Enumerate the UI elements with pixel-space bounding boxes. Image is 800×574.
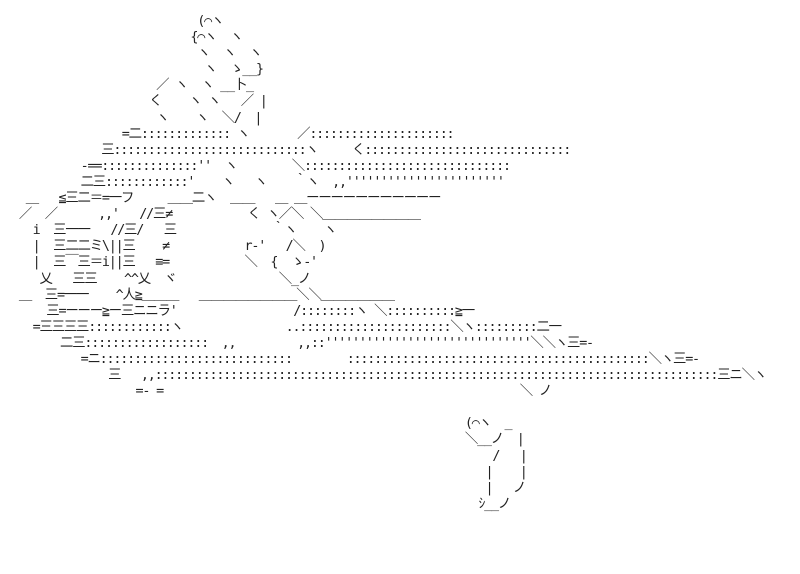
art-line: i 三一一 //三/ 三 ｀ヽ ヽ <box>12 223 338 239</box>
art-line: ヽ ゝ__} <box>12 62 264 78</box>
art-line: ／ ／ ,,' //三≠ く ヽ／＼ ＼＿＿＿＿＿＿＿＿ <box>12 207 421 223</box>
art-line: | | <box>12 464 527 480</box>
art-line: | 三二二ミ\||三 ≠ r-' /＼ ) <box>12 239 327 255</box>
art-line: ＼__ノ | <box>12 432 525 448</box>
art-line: / | <box>12 448 528 464</box>
art-line: =- = ＼ ノ <box>12 384 553 400</box>
art-line: | 三￣三＝i||三 ≡= ＼ { ゝ-' <box>12 255 319 271</box>
art-line: (⌒ヽ _ <box>12 416 513 432</box>
art-line: (⌒ヽ <box>12 14 224 29</box>
art-line: ヽ ヽ ＼/ | <box>12 110 262 126</box>
art-line: ／ ヽ ヽ __卜_ <box>12 78 254 94</box>
art-line: ヽ ヽ ヽ <box>12 46 262 62</box>
art-line: =ニ:::::::::::::::::::::::::::: :::::::::… <box>12 351 701 367</box>
art-line: | ノ <box>12 480 526 496</box>
art-line: 三=ーーー≧ー三ニニラ' /::::::::ヽ ＼::::::::::≧一 <box>12 303 475 319</box>
art-line: 乂 三三 ^^乂 ヾ ＼_ノ <box>12 271 311 287</box>
art-line: =二::::::::::::: ヽ ／::::::::::::::::::::: <box>12 126 455 142</box>
art-line: ｼ__ノ <box>12 496 512 512</box>
art-line: 二三::::::::::::' ヽ ヽ ｀ヽ ,,'''''''''''''''… <box>12 174 505 190</box>
art-line: {⌒ヽ ヽ <box>12 30 243 46</box>
ascii-art: (⌒ヽ {⌒ヽ ヽ ヽ ヽ ヽ ヽ ゝ__} ／ ヽ ヽ __卜_ く ヽ ヽ … <box>12 14 767 513</box>
art-line: ＿ ≦三二＝=一フ ＿＿二ヽ ＿＿ ＿ ＿ーーーーーーーーーーー <box>12 191 442 207</box>
art-line: =三三三三::::::::::::ヽ ..:::::::::::::::::::… <box>12 319 562 335</box>
art-line: 二三:::::::::::::::::: ,, ,,::''''''''''''… <box>12 335 594 351</box>
art-line: 三::::::::::::::::::::::::::::ヽ く::::::::… <box>12 142 571 158</box>
art-line: -==::::::::::::::'' ヽ ＼:::::::::::::::::… <box>12 158 511 174</box>
art-line: ＿ 三=一一 ^人≧＿＿＿ ＿＿＿＿＿＿＿＿＼＼＿＿＿＿＿＿ <box>12 287 395 303</box>
art-line: く ヽ ヽ ／ | <box>12 94 268 110</box>
art-line: 三 ,,::::::::::::::::::::::::::::::::::::… <box>12 368 767 384</box>
